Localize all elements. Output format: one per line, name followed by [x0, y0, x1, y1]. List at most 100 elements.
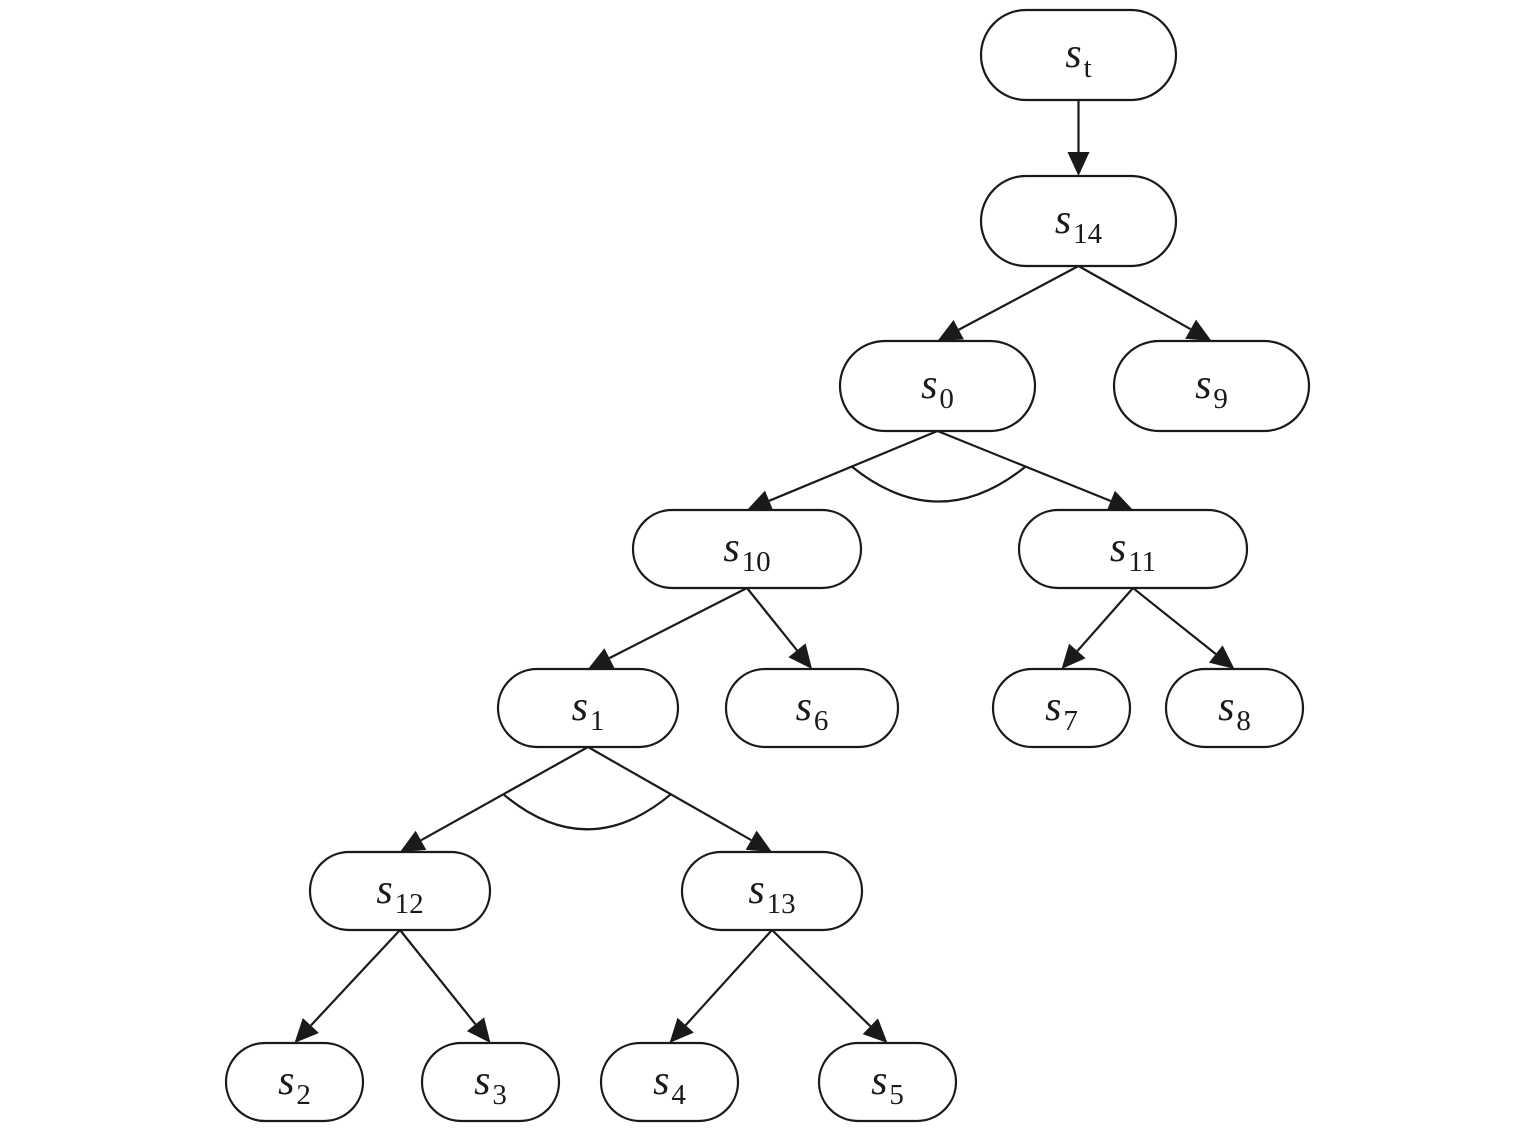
- and-arcs-layer: [502, 465, 1027, 831]
- node-box-s3: [420, 1041, 561, 1123]
- arrowhead-s12-s3: [466, 1017, 491, 1043]
- node-subscript: 14: [1073, 218, 1103, 250]
- arrowhead-s13-s4: [669, 1017, 694, 1043]
- node-s4: s4: [599, 1041, 740, 1123]
- node-s8: s8: [1164, 667, 1305, 749]
- node-label-s0: s0: [921, 362, 954, 415]
- node-symbol: s: [572, 684, 588, 730]
- node-s1: s1: [496, 667, 680, 749]
- node-subscript: 12: [395, 888, 424, 920]
- node-s10: s10: [631, 508, 863, 590]
- node-symbol: s: [1110, 525, 1126, 571]
- node-symbol: s: [278, 1058, 294, 1104]
- arrowhead-s10-s6: [788, 643, 812, 669]
- node-subscript: 3: [492, 1079, 507, 1111]
- node-label-s14: s14: [1055, 197, 1103, 250]
- and-arc-s1: [502, 793, 672, 831]
- arrowhead-s1-s12: [400, 830, 427, 852]
- arrowhead-s12-s2: [294, 1018, 319, 1043]
- edge-s13-s4: [684, 929, 773, 1026]
- node-box-s7: [991, 667, 1132, 749]
- edge-s1-s13: [587, 746, 752, 842]
- node-label-s7: s7: [1045, 684, 1078, 737]
- node-subscript: 9: [1213, 383, 1228, 415]
- node-subscript: 6: [814, 705, 829, 737]
- node-box-s0: [838, 339, 1037, 433]
- node-s12: s12: [308, 850, 492, 932]
- node-box-s4: [599, 1041, 740, 1123]
- node-label-s3: s3: [474, 1058, 507, 1111]
- node-label-s10: s10: [723, 525, 770, 578]
- node-symbol: s: [376, 867, 392, 913]
- node-symbol: s: [796, 684, 812, 730]
- node-box-s11: [1017, 508, 1249, 590]
- node-subscript: 0: [939, 383, 954, 415]
- node-box-s8: [1164, 667, 1305, 749]
- node-label-s1: s1: [572, 684, 605, 737]
- node-s0: s0: [838, 339, 1037, 433]
- node-s9: s9: [1112, 339, 1311, 433]
- and-arc-s0: [851, 465, 1027, 503]
- node-symbol: s: [1045, 684, 1061, 730]
- node-s13: s13: [680, 850, 864, 932]
- arrowhead-s0-s11: [1106, 490, 1133, 512]
- arrowhead-s0-s10: [747, 490, 774, 511]
- arrowhead-s10-s1: [588, 648, 615, 669]
- node-symbol: s: [1055, 197, 1071, 243]
- node-symbol: s: [1195, 362, 1211, 408]
- node-symbol: s: [871, 1058, 887, 1104]
- node-symbol: s: [1218, 684, 1234, 730]
- node-label-s2: s2: [278, 1058, 311, 1111]
- edge-s12-s3: [399, 929, 477, 1025]
- node-box-s12: [308, 850, 492, 932]
- node-subscript: 4: [671, 1079, 686, 1111]
- node-box-s1: [496, 667, 680, 749]
- node-subscript: 8: [1236, 705, 1251, 737]
- node-box-s5: [817, 1041, 958, 1123]
- arrowhead-s14-s0: [937, 320, 964, 341]
- node-s6: s6: [724, 667, 900, 749]
- node-box-s14: [979, 174, 1178, 268]
- node-subscript: t: [1084, 52, 1092, 84]
- node-label-s13: s13: [748, 867, 795, 920]
- node-label-s8: s8: [1218, 684, 1251, 737]
- node-symbol: s: [474, 1058, 490, 1104]
- edge-s0-s10: [768, 429, 938, 502]
- node-symbol: s: [921, 362, 937, 408]
- edge-s11-s7: [1076, 587, 1134, 652]
- node-s14: s14: [979, 174, 1178, 268]
- node-subscript: 13: [767, 888, 796, 920]
- node-label-s11: s11: [1110, 525, 1156, 578]
- node-box-s9: [1112, 339, 1311, 433]
- node-subscript: 1: [590, 705, 605, 737]
- node-box-s6: [724, 667, 900, 749]
- arrowhead-s11-s8: [1208, 645, 1235, 669]
- node-subscript: 5: [889, 1079, 904, 1111]
- node-label-s6: s6: [796, 684, 829, 737]
- node-subscript: 2: [296, 1079, 311, 1111]
- node-label-s9: s9: [1195, 362, 1228, 415]
- edge-s0-s11: [937, 429, 1112, 503]
- node-symbol: s: [748, 867, 764, 913]
- node-s7: s7: [991, 667, 1132, 749]
- node-symbol: s: [723, 525, 739, 571]
- edges-layer: [294, 100, 1235, 1043]
- edge-s13-s5: [771, 929, 872, 1028]
- node-subscript: 11: [1128, 546, 1156, 578]
- node-symbol: s: [1065, 31, 1081, 77]
- node-s5: s5: [817, 1041, 958, 1123]
- edge-s14-s9: [1077, 265, 1192, 331]
- edge-s10-s6: [746, 587, 798, 651]
- node-label-s5: s5: [871, 1058, 904, 1111]
- edge-s14-s0: [958, 265, 1080, 331]
- node-label-st: st: [1065, 31, 1091, 84]
- edge-s1-s12: [420, 746, 589, 842]
- arrowhead-s11-s7: [1061, 643, 1086, 669]
- arrowhead-s14-s9: [1185, 319, 1212, 341]
- edge-s11-s8: [1132, 587, 1217, 655]
- arrowhead-s1-s13: [745, 830, 772, 852]
- node-s11: s11: [1017, 508, 1249, 590]
- node-subscript: 7: [1063, 705, 1078, 737]
- edge-s12-s2: [310, 929, 401, 1027]
